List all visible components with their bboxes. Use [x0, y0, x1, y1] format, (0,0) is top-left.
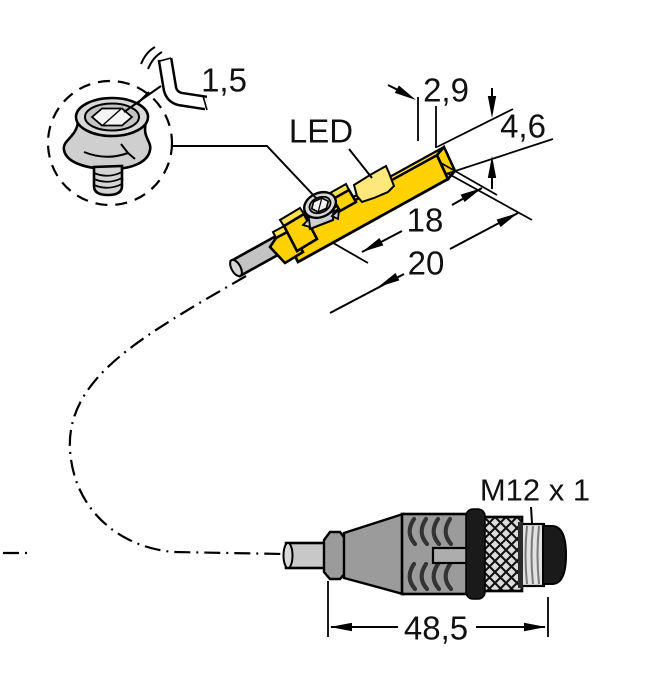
dim-46-arrow-down	[487, 96, 497, 118]
screw-head	[302, 190, 338, 220]
sensor-cable-tip	[229, 258, 243, 278]
dim-29-tail	[387, 84, 399, 91]
led-label: LED	[289, 113, 353, 150]
ext-line-46-bottom	[445, 138, 554, 175]
dim-connector-length: 48,5	[404, 610, 468, 647]
hex-key-shaft	[160, 58, 207, 108]
thread-shadow-band	[518, 522, 523, 588]
dim-46-arrow-up	[487, 156, 497, 178]
balloon-leader-line	[172, 145, 318, 200]
screw-flange-arrow-mark	[83, 143, 136, 160]
groove-bottom-2	[419, 561, 430, 592]
clamping-screw-detail	[62, 96, 152, 197]
strain-relief-cone	[342, 512, 405, 596]
sensor-dimensions: 2,9 4,6 18 20	[329, 72, 554, 314]
grip-slot	[431, 546, 470, 565]
hex-key-tip-facet	[202, 95, 208, 111]
connector-cable-tip	[282, 542, 294, 569]
dim-20-arrow-right	[496, 213, 518, 228]
cable-coil	[3, 275, 284, 556]
connector-end-cap	[542, 525, 568, 585]
dim-485-arrow-left	[330, 622, 352, 632]
connector-assembly: M12 x 1 48,5	[282, 473, 590, 647]
clamping-screw	[301, 190, 341, 231]
cable-coil-path	[68, 275, 284, 556]
led-window	[352, 164, 396, 204]
groove-top-1	[407, 516, 418, 547]
screw-thread-lines	[93, 171, 123, 189]
dim-body-width: 2,9	[423, 72, 469, 109]
knurl-pattern	[480, 515, 524, 593]
dim-hex-key-size: 1,5	[201, 62, 247, 99]
ext-line-46-top	[436, 108, 514, 148]
led-leader-line	[348, 148, 373, 179]
hex-key-icon	[140, 46, 208, 111]
m12-thread-label: M12 x 1	[480, 473, 590, 508]
hex-key-break-marks	[140, 46, 163, 70]
thread-ridge-1	[524, 525, 528, 585]
dim-20-arrow-left	[378, 272, 400, 287]
dim-18-arrow-left	[362, 237, 384, 252]
dim-screw-to-end: 18	[407, 202, 444, 239]
sensor-assembly	[229, 144, 457, 278]
strain-relief-bump	[322, 530, 348, 581]
groove-bottom-3	[431, 561, 442, 592]
thread-ridge-3	[536, 525, 540, 585]
connector-black-ring	[465, 508, 486, 600]
groove-top-3	[431, 516, 442, 547]
hex-key-end-facet	[159, 57, 172, 62]
groove-bottom-1	[407, 561, 418, 592]
screw-detail-balloon: 1,5	[46, 46, 318, 207]
dim-body-length: 20	[408, 245, 445, 282]
groove-bottom-4	[443, 561, 454, 592]
thread-ridges	[524, 525, 540, 585]
groove-top-2	[419, 516, 430, 547]
led-callout: LED	[289, 113, 373, 179]
screw-hex-facet-line	[317, 197, 323, 213]
dim-body-height: 4,6	[500, 108, 546, 145]
dim-485-arrow-right	[524, 622, 546, 632]
ext-line-18-right	[440, 162, 498, 196]
groove-top-4	[443, 516, 454, 547]
screw-wing-left	[301, 217, 312, 229]
thread-ridge-2	[530, 525, 534, 585]
grip-grooves	[407, 516, 454, 592]
screw-detail-hex-facet	[102, 108, 122, 126]
m12-leader-line	[530, 506, 533, 524]
dim-18-arrow-right	[460, 188, 482, 203]
screw-wing-right	[330, 207, 341, 221]
leader-tick-mark	[136, 91, 150, 105]
ext-line-20-right	[446, 172, 533, 221]
dim-29-arrow	[394, 85, 416, 100]
detail-circle	[46, 79, 174, 207]
clamp-right-block	[331, 188, 358, 213]
